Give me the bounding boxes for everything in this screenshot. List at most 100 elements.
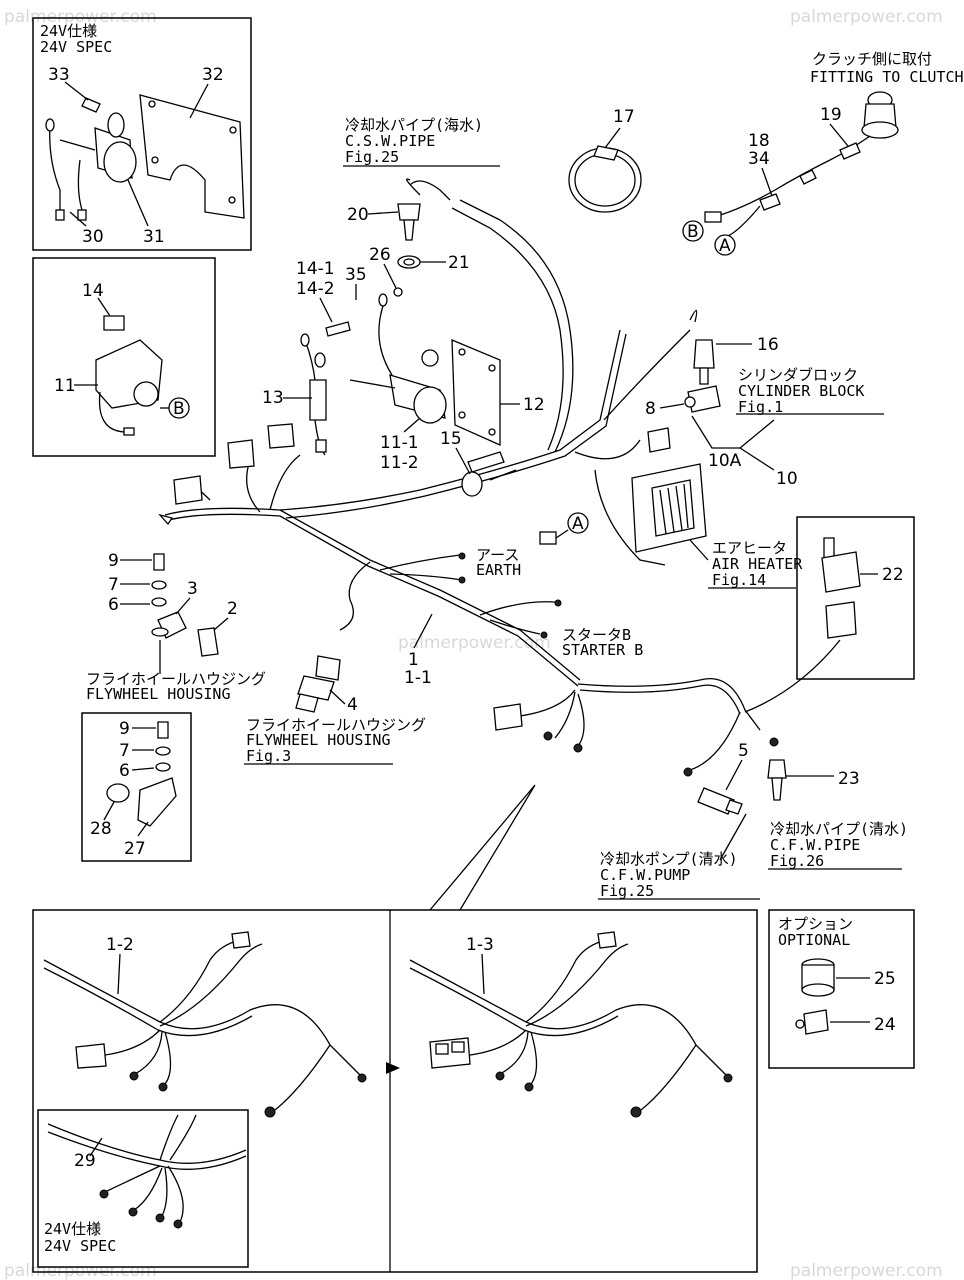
spec24v-bottom-en: 24V SPEC bbox=[44, 1237, 116, 1255]
clutch-jp: クラッチ側に取付 bbox=[812, 50, 932, 68]
csw-pipe-fig: Fig.25 bbox=[345, 148, 399, 166]
cfw-pipe-fig: Fig.26 bbox=[770, 852, 824, 870]
clamp-17: 17 bbox=[568, 107, 642, 213]
callout-17: 17 bbox=[613, 107, 635, 127]
csw-pipe-label: 冷却水パイプ(海水) C.S.W.PIPE Fig.25 bbox=[343, 116, 500, 167]
flywheel-housing-fig-en: FLYWHEEL HOUSING bbox=[246, 731, 391, 749]
callout-14-2: 14-2 bbox=[296, 279, 335, 299]
callout-21: 21 bbox=[448, 253, 470, 273]
watermark-top-left: palmerpower.com bbox=[4, 7, 157, 27]
spec24v-en: 24V SPEC bbox=[40, 38, 112, 56]
callout-11-1: 11-1 bbox=[380, 433, 419, 453]
earth-en: EARTH bbox=[476, 561, 521, 579]
flywheel-housing-jp: フライホイールハウジング bbox=[86, 670, 266, 688]
callout-27: 27 bbox=[124, 839, 146, 859]
callout-9b: 9 bbox=[119, 719, 130, 739]
watermark-bottom-left: palmerpower.com bbox=[4, 1261, 157, 1280]
spec24v-bottom-jp: 24V仕様 bbox=[44, 1220, 101, 1238]
callout-22: 22 bbox=[882, 565, 904, 585]
lower-harness-connectors bbox=[493, 703, 779, 777]
csw-pipe-sensor: 20 21 bbox=[347, 203, 470, 273]
detail-zoom-lines bbox=[429, 784, 536, 911]
flywheel-housing-fig-jp: フライホイールハウジング bbox=[246, 716, 426, 734]
flywheel-alt-box: 9 7 6 28 27 bbox=[81, 712, 192, 862]
callout-3: 3 bbox=[187, 579, 198, 599]
callout-1: 1 bbox=[408, 650, 419, 670]
callout-18: 18 bbox=[748, 131, 770, 151]
starter-b-en: STARTER B bbox=[562, 641, 643, 659]
callout-31: 31 bbox=[143, 227, 165, 247]
connector-a-2: A bbox=[572, 514, 584, 534]
callout-2: 2 bbox=[227, 599, 238, 619]
callout-15: 15 bbox=[440, 429, 462, 449]
pipe-sensor-23: 23 冷却水パイプ(清水) C.F.W.PIPE Fig.26 bbox=[767, 759, 908, 870]
relay-box: 14 11 B bbox=[32, 257, 216, 457]
callout-7a: 7 bbox=[108, 575, 119, 595]
callout-28: 28 bbox=[90, 819, 112, 839]
watermark-top-right: palmerpower.com bbox=[790, 7, 943, 27]
flywheel-housing-fig-ref: Fig.3 bbox=[246, 747, 291, 765]
callout-6b: 6 bbox=[119, 761, 130, 781]
callout-19: 19 bbox=[820, 105, 842, 125]
flywheel-sensor-4: 4 フライホイールハウジング FLYWHEEL HOUSING Fig.3 bbox=[244, 655, 426, 765]
callout-23: 23 bbox=[838, 769, 860, 789]
callout-30: 30 bbox=[82, 227, 104, 247]
cfw-pipe-en: C.F.W.PIPE bbox=[770, 836, 860, 854]
earth-jp: アース bbox=[476, 546, 519, 564]
cylinder-block-sensor: 16 8 10A 10 シリンダブロック CYLINDER BLOCK Fig.… bbox=[645, 309, 884, 489]
cfw-pump-fig: Fig.25 bbox=[600, 882, 654, 900]
callout-8: 8 bbox=[645, 399, 656, 419]
clutch-en: FITTING TO CLUTCH bbox=[810, 68, 964, 86]
detail-box: 1-2 1-3 29 24 bbox=[32, 909, 758, 1273]
watermark-bottom-right: palmerpower.com bbox=[790, 1261, 943, 1280]
relay-22-box: 22 bbox=[796, 516, 915, 680]
callout-34: 34 bbox=[748, 149, 770, 169]
cylinder-block-fig: Fig.1 bbox=[738, 398, 783, 416]
connector-b-2: B bbox=[687, 222, 699, 242]
csw-pipe-jp: 冷却水パイプ(海水) bbox=[345, 116, 483, 134]
air-heater-jp: エアヒータ bbox=[712, 539, 787, 557]
callout-35: 35 bbox=[345, 265, 367, 285]
callout-5: 5 bbox=[738, 741, 749, 761]
spec24v-box: 24V仕様 24V SPEC 33 32 30 31 bbox=[32, 17, 252, 251]
callout-1-3: 1-3 bbox=[466, 935, 494, 955]
callout-11-2: 11-2 bbox=[380, 453, 419, 473]
starter-b-jp: スタータB bbox=[562, 626, 631, 644]
callout-32: 32 bbox=[202, 65, 224, 85]
callout-33: 33 bbox=[48, 65, 70, 85]
air-heater-en: AIR HEATER bbox=[712, 555, 803, 573]
starter-b-label: スタータB STARTER B bbox=[540, 599, 643, 659]
csw-pipe-en: C.S.W.PIPE bbox=[345, 132, 435, 150]
watermark-center: palmerpower.com bbox=[398, 633, 551, 653]
flywheel-parts-top: 9 7 6 3 2 フライホイールハウジング FLYWHEEL HOUSING bbox=[86, 551, 266, 703]
connector-b-1: B bbox=[173, 399, 185, 419]
arrow-icon bbox=[386, 1062, 400, 1074]
air-heater-fig: Fig.14 bbox=[712, 571, 766, 589]
connector-a-1: A bbox=[719, 236, 731, 256]
cylinder-block-en: CYLINDER BLOCK bbox=[738, 382, 864, 400]
callout-1-2: 1-2 bbox=[106, 935, 134, 955]
callout-24: 24 bbox=[874, 1015, 896, 1035]
cylinder-block-jp: シリンダブロック bbox=[738, 366, 858, 384]
optional-jp: オプション bbox=[778, 915, 853, 933]
starter-relay-assembly: 14-1 14-2 35 26 13 12 11-1 11-2 15 bbox=[262, 245, 545, 497]
left-connectors bbox=[158, 423, 295, 526]
optional-box: オプション OPTIONAL 25 24 bbox=[768, 909, 915, 1069]
callout-29: 29 bbox=[74, 1151, 96, 1171]
callout-7b: 7 bbox=[119, 741, 130, 761]
callout-6a: 6 bbox=[108, 595, 119, 615]
air-heater: エアヒータ AIR HEATER Fig.14 bbox=[631, 427, 803, 589]
callout-1-1: 1-1 bbox=[404, 668, 432, 688]
callout-9a: 9 bbox=[108, 551, 119, 571]
callout-20: 20 bbox=[347, 205, 369, 225]
optional-en: OPTIONAL bbox=[778, 931, 850, 949]
callout-11: 11 bbox=[54, 376, 76, 396]
spec24v-jp: 24V仕様 bbox=[40, 22, 97, 40]
callout-16: 16 bbox=[757, 335, 779, 355]
callout-14-1: 14-1 bbox=[296, 259, 335, 279]
cfw-pump-jp: 冷却水ポンプ(清水) bbox=[600, 850, 738, 868]
callout-10: 10 bbox=[776, 469, 798, 489]
callout-26: 26 bbox=[369, 245, 391, 265]
main-harness bbox=[164, 178, 841, 771]
